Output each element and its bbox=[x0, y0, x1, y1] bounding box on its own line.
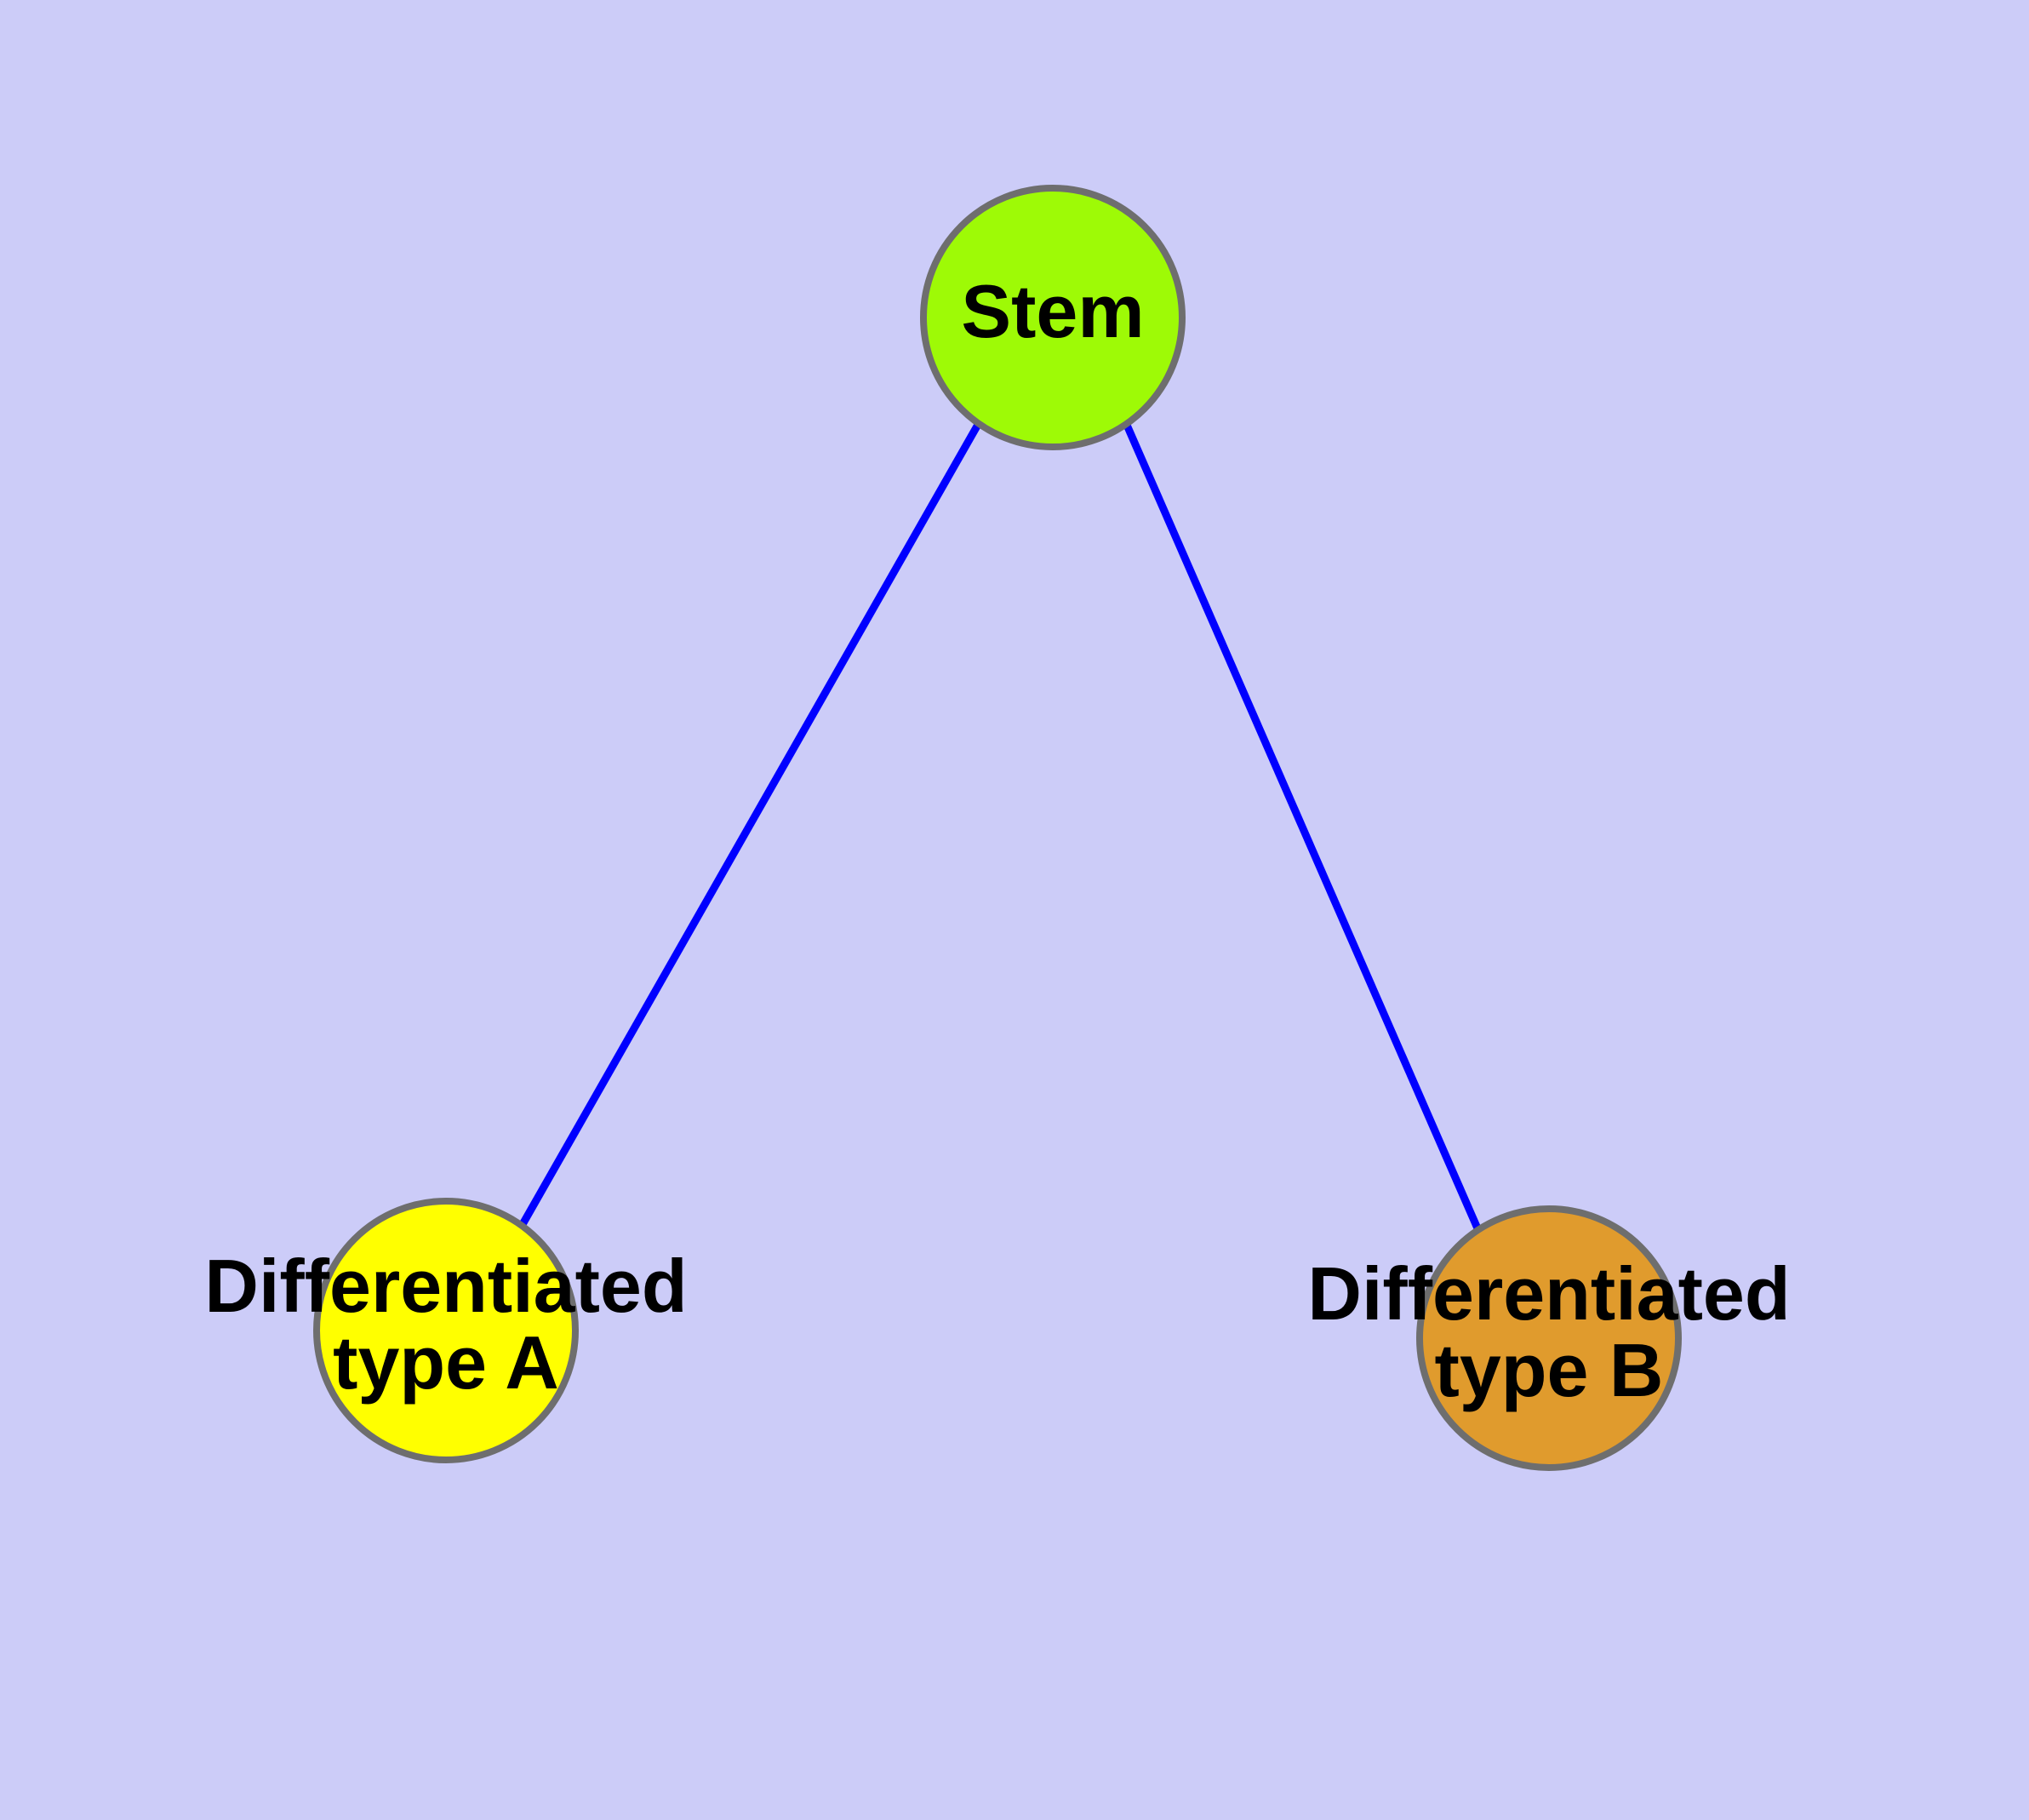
nodes-layer bbox=[313, 185, 1682, 1471]
node-label-line: Stem bbox=[961, 269, 1144, 353]
node-label-stem: Stem bbox=[961, 269, 1144, 353]
node-label-line: type A bbox=[333, 1320, 559, 1405]
edges-layer bbox=[518, 421, 1482, 1230]
node-label-line: type B bbox=[1435, 1328, 1664, 1412]
node-circle-diff_a[interactable] bbox=[313, 1198, 579, 1463]
node-label-line: Differentiated bbox=[204, 1244, 687, 1328]
edge-stem-to-diff-b[interactable] bbox=[1122, 421, 1482, 1230]
node-label-line: Differentiated bbox=[1307, 1251, 1790, 1336]
node-circle-diff_b[interactable] bbox=[1416, 1205, 1682, 1471]
node-circle-stem[interactable] bbox=[920, 185, 1186, 450]
edge-stem-to-diff-a[interactable] bbox=[518, 421, 982, 1228]
